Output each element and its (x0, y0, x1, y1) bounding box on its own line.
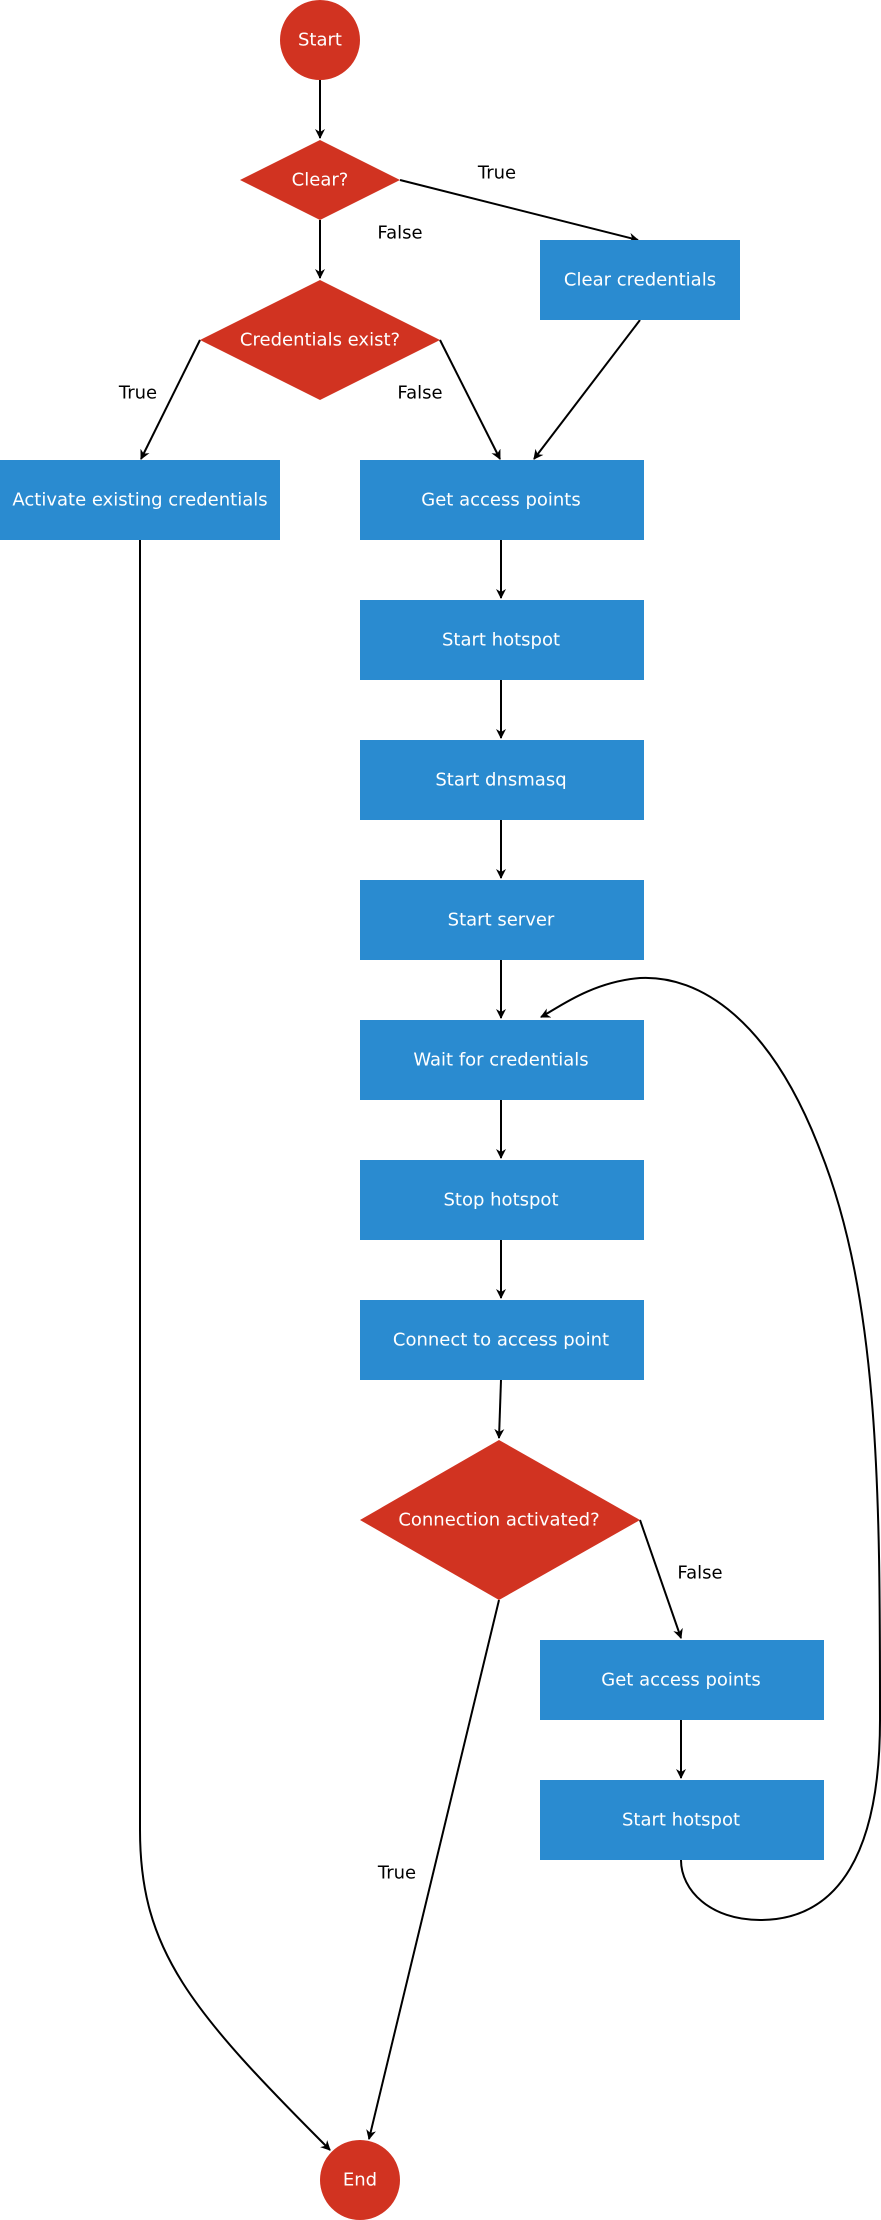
get-access-points-box (360, 460, 644, 540)
wait-for-credentials-node: Wait for credentials (360, 1020, 644, 1100)
get-access-points-retry-node: Get access points (540, 1640, 824, 1720)
get-access-points-retry-label: Get access points (601, 1670, 760, 1691)
label-clear-false: False (377, 223, 422, 244)
get-access-points-node: Get access points (360, 460, 644, 540)
activate-existing-node: Activate existing credentials (0, 460, 280, 540)
start-dnsmasq-box (360, 740, 644, 820)
edge-clear-credentials-to-get-access-points (533, 319, 641, 460)
get-access-points-retry-box (540, 1640, 824, 1720)
wait-for-credentials-box (360, 1020, 644, 1100)
start-dnsmasq-node: Start dnsmasq (360, 740, 644, 820)
start-hotspot-retry-box (540, 1780, 824, 1860)
stop-hotspot-label: Stop hotspot (444, 1190, 559, 1211)
end-circle (320, 2140, 400, 2220)
start-server-box (360, 880, 644, 960)
end-node: End (320, 2140, 400, 2220)
start-hotspot-retry-label: Start hotspot (622, 1810, 740, 1831)
start-circle (280, 0, 360, 80)
clear-credentials-box (540, 240, 740, 320)
edge-start-hotspot-loop-back-to-wait (540, 976, 881, 1922)
connection-activated-diamond (360, 1440, 640, 1600)
start-label: Start (298, 30, 342, 51)
connect-to-access-point-label: Connect to access point (393, 1330, 609, 1351)
start-node: Start (280, 0, 360, 80)
stop-hotspot-box (360, 1160, 644, 1240)
activate-existing-label: Activate existing credentials (12, 490, 267, 511)
credentials-exist-label: Credentials exist? (240, 330, 400, 351)
end-label: End (343, 2170, 377, 2191)
start-dnsmasq-label: Start dnsmasq (435, 770, 566, 791)
label-clear-true: True (477, 163, 516, 184)
credentials-exist-decision: Credentials exist? (200, 280, 440, 400)
label-exist-false: False (397, 383, 442, 404)
label-exist-true: True (118, 383, 157, 404)
start-server-label: Start server (448, 910, 555, 931)
edge-conn-false-to-get-access-points (639, 1519, 683, 1639)
edge-activate-to-end (139, 540, 331, 2151)
start-hotspot-label: Start hotspot (442, 630, 560, 651)
connection-activated-decision: Connection activated? (360, 1440, 640, 1600)
wait-for-credentials-label: Wait for credentials (413, 1050, 588, 1071)
edge-clear-true-to-clear-credentials (399, 179, 639, 243)
edge-connect-to-connection-activated (494, 1379, 505, 1439)
edge-conn-true-to-end (366, 1599, 500, 2140)
start-hotspot-box (360, 600, 644, 680)
clear-credentials-node: Clear credentials (540, 240, 740, 320)
start-server-node: Start server (360, 880, 644, 960)
clear-decision: Clear? (240, 140, 400, 220)
get-access-points-label: Get access points (421, 490, 580, 511)
clear-diamond (240, 140, 400, 220)
edges (139, 80, 881, 2151)
connect-to-access-point-box (360, 1300, 644, 1380)
start-hotspot-retry-node: Start hotspot (540, 1780, 824, 1860)
start-hotspot-node: Start hotspot (360, 600, 644, 680)
edge-labels: True False True False False True (118, 163, 723, 1884)
nodes: Start Clear? Clear credentials Credentia… (0, 0, 824, 2220)
edge-exist-true-to-activate (140, 339, 201, 460)
label-conn-false: False (677, 1563, 722, 1584)
activate-existing-box (0, 460, 280, 540)
credentials-exist-diamond (200, 280, 440, 400)
label-conn-true: True (377, 1863, 416, 1884)
clear-decision-label: Clear? (292, 170, 349, 191)
stop-hotspot-node: Stop hotspot (360, 1160, 644, 1240)
clear-credentials-label: Clear credentials (564, 270, 716, 291)
edge-exist-false-to-get-access-points (439, 339, 501, 460)
connect-to-access-point-node: Connect to access point (360, 1300, 644, 1380)
connection-activated-label: Connection activated? (398, 1510, 599, 1531)
